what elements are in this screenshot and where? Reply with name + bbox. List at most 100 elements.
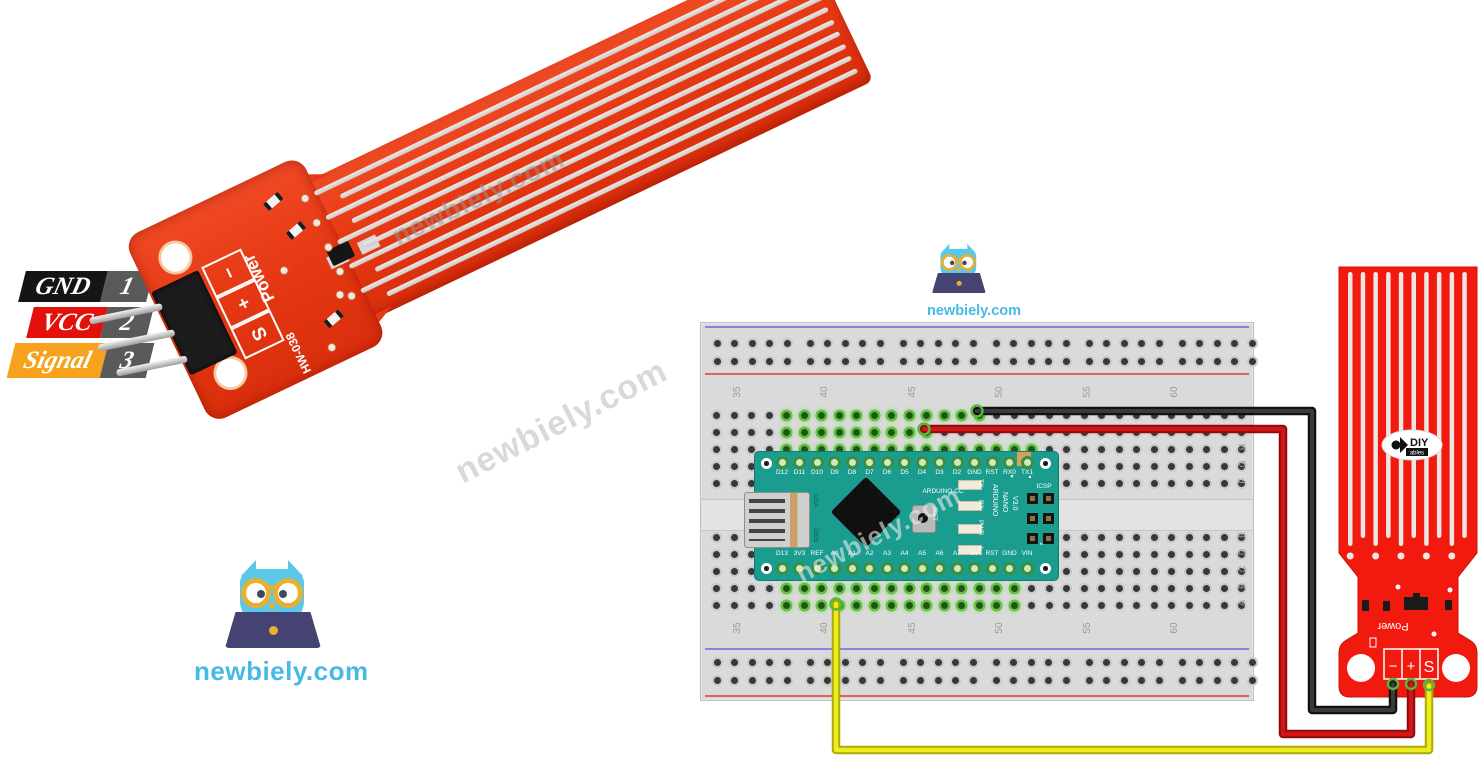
connected-hole [976,602,983,609]
board-hole [730,412,738,419]
board-hole [1080,568,1088,575]
usa-label: USA [812,494,819,508]
smd-resistor [323,309,344,329]
nano-pin-label: D2 [952,469,962,476]
nano-pin-label: RST [985,550,999,557]
board-hole [1080,463,1088,470]
board-hole [1168,585,1175,592]
rail-hole [900,340,907,347]
board-hole [765,585,773,592]
rail-hole [859,358,867,365]
sensor-trace [1373,272,1378,546]
row-letter: H [1237,443,1248,451]
board-hole [748,429,755,436]
nano-pin-A6 [933,561,946,575]
board-hole [1185,585,1193,592]
board-hole [730,602,738,609]
rail-hole [1120,659,1128,666]
connected-hole [888,412,895,419]
board-hole [1115,602,1123,609]
board-hole [1203,602,1210,609]
rail-hole [714,659,721,666]
rail-hole [1155,340,1163,347]
rail-hole [934,659,942,666]
nano-pin-label: D12 [776,469,788,476]
board-hole [1168,534,1175,541]
connected-hole [958,585,965,592]
board-hole [1150,463,1158,470]
board-hole [1185,429,1193,436]
board-hole [1098,412,1105,419]
nano-mount-hole [761,563,772,574]
side-text-nano: NANO [1001,492,1008,513]
board-hole [1150,446,1158,453]
board-hole [1063,534,1070,541]
board-hole [1063,568,1070,575]
rail-hole [1179,659,1186,666]
nano-pin-label: A2 [865,550,874,557]
watermark-breadboard: newbiely.com [449,351,674,491]
sensor-pin-signal-label: S [1424,659,1435,676]
board-hole [1133,585,1140,592]
board-hole [1150,585,1158,592]
board-hole [1080,534,1088,541]
connected-hole [923,585,930,592]
column-number: 40 [819,622,830,634]
rail-hole [1179,358,1186,365]
smd-resistor [285,220,307,241]
rail-hole [969,677,977,684]
board-hole [730,551,738,558]
rx-led-label: RX [977,500,984,510]
rail-hole [841,358,849,365]
board-hole [1115,534,1123,541]
board-hole [1098,551,1105,558]
connected-hole [818,585,825,592]
rail-hole [841,659,849,666]
rail-hole [900,659,907,666]
board-hole [1168,568,1175,575]
board-hole [1168,446,1175,453]
board-hole [1203,585,1210,592]
board-hole [730,585,738,592]
icsp-pin [1043,533,1054,544]
board-hole [993,412,1000,419]
board-hole [730,429,738,436]
board-hole [765,602,773,609]
board-hole [1063,429,1070,436]
site-logo-text: newbiely.com [194,656,369,686]
rail-hole [1120,677,1128,684]
nano-pin-A3 [880,561,894,575]
nano-pin-D10 [810,455,824,469]
rail-hole [1062,659,1070,666]
rail-hole [1120,340,1128,347]
connected-hole [923,412,930,419]
nano-pin-label: A6 [935,550,944,557]
rail-hole [1010,677,1018,684]
nano-pin-D11 [793,455,806,469]
board-hole [713,446,720,453]
newbiely-owl-logo [225,560,321,658]
rail-hole [731,659,739,666]
nano-pin-label: RX0 [1003,469,1016,476]
rail-hole [952,358,960,365]
rail-hole [783,677,791,684]
row-letter: C [1237,565,1248,573]
board-hole [1045,412,1053,419]
connected-hole [836,602,843,609]
board-hole [1115,568,1123,575]
sensor-trace [1449,272,1455,546]
connected-hole [906,602,913,609]
nano-pin-label: D5 [900,469,909,476]
rail-hole [969,659,977,666]
board-hole [1080,429,1088,436]
board-hole [1220,534,1228,541]
nano-pin-label: D4 [917,469,927,476]
nano-pin-A1 [845,561,859,575]
rail-hole [1045,340,1053,347]
nano-pin-RST [985,455,999,469]
connected-hole [993,585,1000,592]
board-hole [748,585,755,592]
rail-hole [1155,659,1163,666]
row-letter: E [1237,531,1248,539]
board-hole [713,463,720,470]
